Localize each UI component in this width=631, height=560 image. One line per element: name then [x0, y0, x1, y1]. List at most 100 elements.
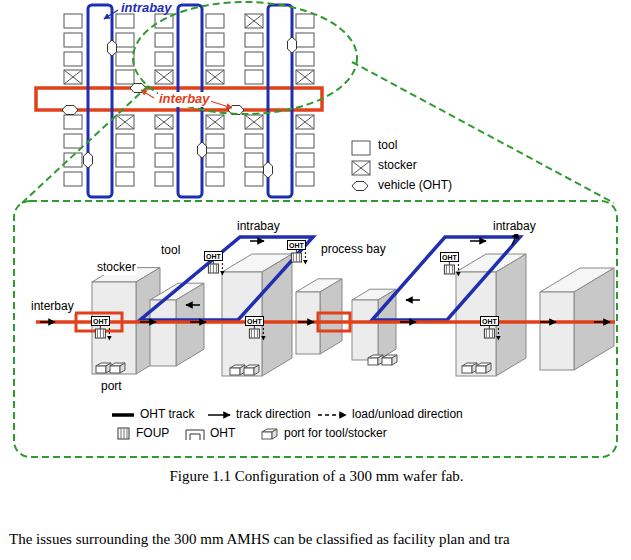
- stocker-symbol: [245, 115, 263, 129]
- load-unload-arrow: [222, 263, 223, 275]
- vehicle-symbol: [288, 37, 297, 53]
- stocker-symbol: [64, 70, 82, 84]
- port-symbol: [462, 363, 477, 373]
- tool-symbol: [206, 172, 224, 186]
- direction-arrow: [400, 321, 416, 323]
- direction-arrow: [250, 240, 264, 242]
- port-symbol: [476, 363, 491, 373]
- equipment-block: [540, 268, 614, 370]
- vehicle-symbol: [84, 152, 93, 168]
- part-label: process bay: [320, 243, 387, 257]
- leader-arrow: [210, 101, 232, 108]
- legend-text: FOUP: [136, 427, 169, 441]
- foup-symbol: [444, 262, 454, 274]
- legend-sample: [352, 161, 370, 175]
- tool-symbol: [155, 134, 173, 148]
- tool-symbol: [245, 134, 263, 148]
- stocker-symbol: [155, 115, 173, 129]
- direction-arrow: [470, 240, 486, 242]
- load-unload-arrow: [498, 328, 499, 340]
- direction-arrow: [40, 321, 55, 323]
- tool-symbol: [155, 52, 173, 66]
- tool-symbol: [245, 172, 263, 186]
- vehicle-symbol: [108, 40, 117, 56]
- interbay-spur: [318, 313, 350, 331]
- stocker-symbol: [206, 115, 224, 129]
- tool-symbol: [155, 153, 173, 167]
- vehicle-label: OHT: [93, 318, 108, 325]
- stocker-symbol: [155, 70, 173, 84]
- direction-arrow: [298, 321, 314, 323]
- load-unload-arrow: [458, 264, 459, 276]
- body-text: The issues surrounding the 300 mm AMHS c…: [8, 531, 511, 548]
- figure-caption: Figure 1.1 Configuration of a 300 mm waf…: [0, 468, 631, 485]
- tool-symbol: [296, 52, 314, 66]
- tool-symbol: [116, 153, 134, 167]
- foup-symbol: [95, 326, 105, 338]
- vehicle-symbol: [264, 162, 273, 178]
- interbay-loop: [36, 88, 322, 110]
- tool-symbol: [116, 70, 134, 84]
- foup-symbol: [249, 326, 259, 338]
- vehicle-symbol: [62, 106, 78, 115]
- tool-symbol: [206, 14, 224, 28]
- part-label: stocker: [96, 261, 137, 275]
- legend-text: port for tool/stocker: [284, 427, 387, 441]
- part-label: intrabay: [120, 1, 173, 16]
- callout-frame: [14, 201, 617, 457]
- foup-symbol: [291, 250, 301, 262]
- direction-arrow: [140, 321, 156, 323]
- vehicle-box: OHT: [245, 316, 264, 326]
- part-label: port: [100, 380, 123, 394]
- direction-arrow: [190, 321, 206, 323]
- vehicle-label: OHT: [442, 254, 457, 261]
- vehicle-label: OHT: [247, 318, 262, 325]
- tool-symbol: [206, 134, 224, 148]
- legend-sample: [118, 428, 129, 439]
- stocker-symbol: [245, 14, 263, 28]
- tool-symbol: [116, 134, 134, 148]
- intrabay-track: [372, 237, 520, 320]
- vehicle-label: OHT: [289, 242, 304, 249]
- tool-symbol: [116, 14, 134, 28]
- direction-arrow: [186, 304, 200, 306]
- tool-symbol: [64, 172, 82, 186]
- tool-symbol: [245, 52, 263, 66]
- legend-text: OHT: [210, 427, 235, 441]
- stocker-symbol: [296, 70, 314, 84]
- tool-symbol: [64, 115, 82, 129]
- part-label: interbay: [158, 92, 211, 107]
- equipment-block: [150, 283, 204, 366]
- tool-symbol: [245, 70, 263, 84]
- tool-symbol: [116, 33, 134, 47]
- part-label: intrabay: [236, 220, 281, 234]
- tool-symbol: [206, 153, 224, 167]
- vehicle-box: OHT: [91, 316, 110, 326]
- callout-line: [22, 86, 148, 203]
- callout-line: [352, 62, 614, 203]
- vehicle-box: OHT: [440, 252, 459, 262]
- callout-ellipse: [133, 2, 357, 114]
- leader-arrow: [104, 10, 118, 19]
- port-symbol: [262, 429, 277, 439]
- direction-arrow: [406, 299, 420, 301]
- legend-text: load/unload direction: [352, 408, 463, 422]
- stocker-symbol: [116, 115, 134, 129]
- legend-sample: [262, 429, 277, 439]
- tool-symbol: [116, 52, 134, 66]
- tool-symbol: [296, 172, 314, 186]
- foup-symbol: [484, 326, 494, 338]
- tool-symbol: [206, 33, 224, 47]
- tool-symbol: [64, 52, 82, 66]
- legend-sample: [186, 430, 204, 440]
- port-symbol: [368, 355, 383, 365]
- leader-arrow: [141, 90, 154, 98]
- legend-sample: [352, 141, 370, 155]
- port-symbol: [382, 355, 397, 365]
- stocker-symbol: [206, 70, 224, 84]
- tool-symbol: [64, 33, 82, 47]
- vehicle-label: OHT: [206, 253, 221, 260]
- legend-sample: [318, 415, 346, 416]
- vehicle-box: OHT: [204, 251, 223, 261]
- tool-symbol: [245, 33, 263, 47]
